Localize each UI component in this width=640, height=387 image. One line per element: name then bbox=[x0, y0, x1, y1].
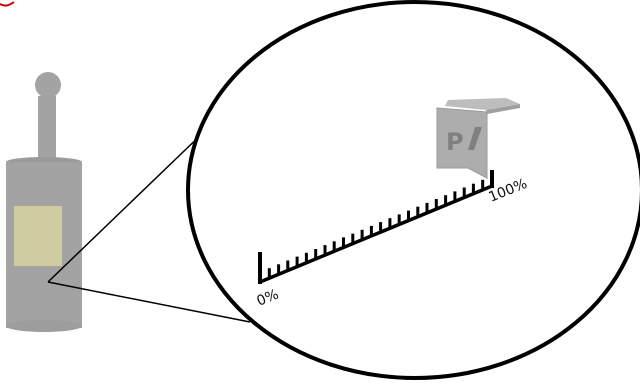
stove-chimney bbox=[38, 96, 56, 166]
stove-chimney-cap bbox=[35, 72, 61, 98]
stove-icon bbox=[6, 72, 82, 332]
stove-bottom bbox=[6, 320, 82, 332]
marker-face bbox=[436, 107, 488, 179]
scale-baseline bbox=[259, 184, 493, 284]
scale-min-label: 0% bbox=[255, 287, 282, 310]
stove-window bbox=[14, 206, 62, 266]
marker-slash bbox=[468, 127, 482, 150]
marker-label: P bbox=[446, 128, 464, 156]
corner-mark bbox=[0, 1, 15, 7]
zoom-circle bbox=[186, 0, 640, 380]
zoom-line-bottom bbox=[47, 281, 251, 323]
scale-ticks bbox=[267, 179, 485, 279]
marker-side bbox=[486, 104, 520, 114]
zoom-line-top bbox=[47, 127, 209, 283]
marker-block-icon: P bbox=[436, 98, 520, 179]
marker-top-flap bbox=[445, 98, 520, 110]
